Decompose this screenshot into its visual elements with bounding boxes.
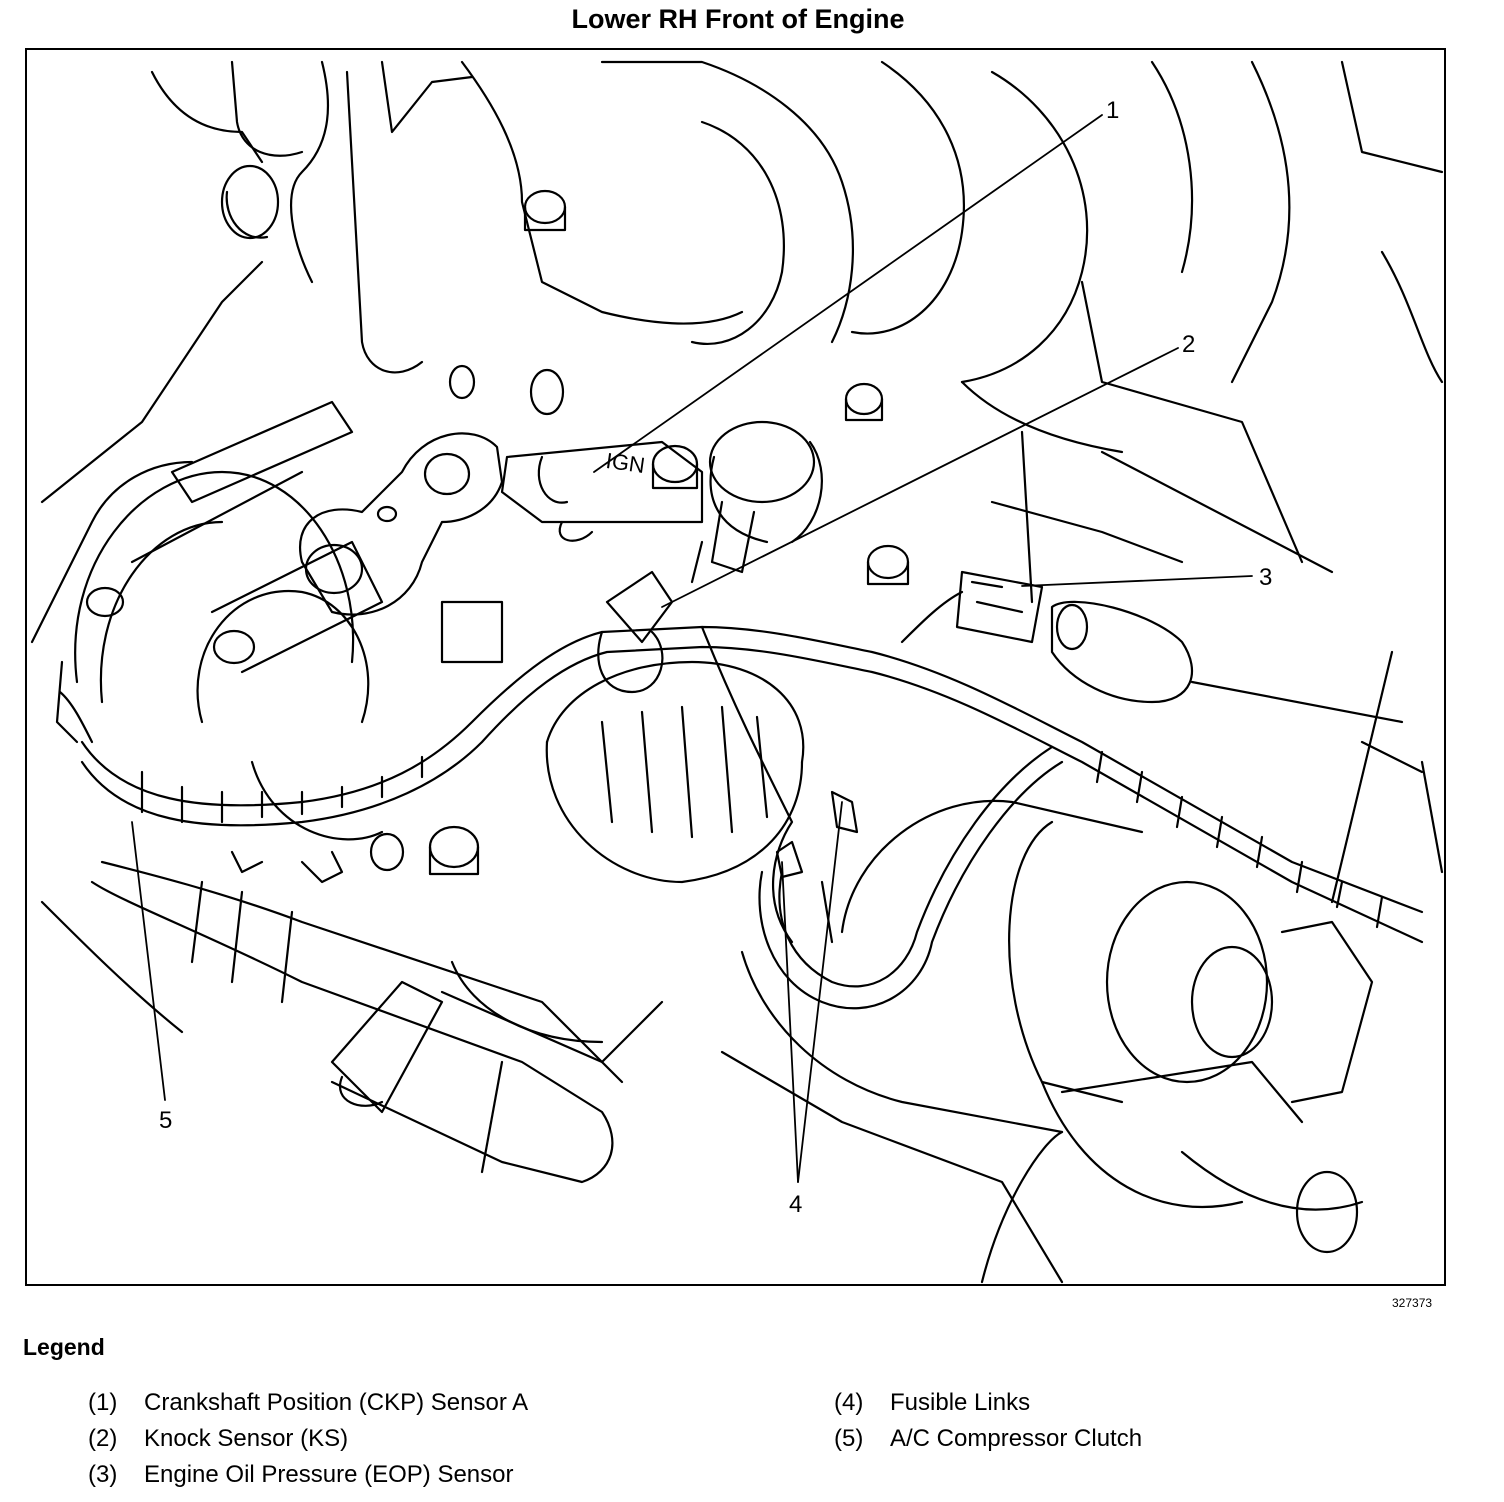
eop-sensor — [955, 570, 1404, 724]
legend-item: (2) Knock Sensor (KS) — [88, 1421, 528, 1457]
knock-sensor — [690, 420, 823, 584]
legend-label: Knock Sensor (KS) — [144, 1425, 349, 1452]
callout-4: 4 — [789, 1191, 802, 1218]
callout-leaders — [131, 114, 1253, 1183]
starter-motor — [720, 799, 1374, 1284]
ign-mark: IGN — [604, 448, 646, 478]
legend-item: (1) Crankshaft Position (CKP) Sensor A — [88, 1385, 528, 1421]
legend-item: (4) Fusible Links — [834, 1385, 1142, 1421]
legend-number: (3) — [88, 1461, 118, 1488]
legend-number: (2) — [88, 1425, 118, 1452]
background-lines — [30, 260, 1444, 904]
engine-block-outline — [150, 60, 1444, 604]
oil-filter — [440, 660, 805, 1064]
legend-right-column: (4) Fusible Links (5) A/C Compressor Clu… — [834, 1385, 1142, 1457]
legend-label: Fusible Links — [890, 1389, 1031, 1416]
ac-hose — [40, 860, 624, 1184]
ac-compressor — [55, 470, 384, 841]
mounting-bolts — [85, 164, 910, 876]
diagram-title: Lower RH Front of Engine — [571, 4, 905, 34]
diagram-frame: IGN — [25, 48, 1446, 1286]
ckp-sensor: IGN — [500, 440, 704, 542]
callout-5: 5 — [159, 1107, 172, 1134]
legend-number: (1) — [88, 1389, 118, 1416]
legend-number: (4) — [834, 1389, 864, 1416]
legend-label: Crankshaft Position (CKP) Sensor A — [144, 1389, 529, 1416]
legend-item: (3) Engine Oil Pressure (EOP) Sensor — [88, 1457, 528, 1493]
legend-label: Engine Oil Pressure (EOP) Sensor — [144, 1461, 514, 1488]
legend-heading: Legend — [23, 1334, 105, 1360]
wiring-harness — [80, 570, 1424, 944]
legend-label: A/C Compressor Clutch — [890, 1425, 1143, 1452]
figure-id: 327373 — [1392, 1296, 1433, 1310]
legend-number: (5) — [834, 1425, 864, 1452]
engine-illustration: IGN — [30, 60, 1444, 1284]
callout-2: 2 — [1182, 331, 1195, 358]
callout-1: 1 — [1106, 97, 1119, 124]
legend-item: (5) A/C Compressor Clutch — [834, 1421, 1142, 1457]
bracket-plate — [130, 400, 504, 674]
legend-left-column: (1) Crankshaft Position (CKP) Sensor A (… — [88, 1385, 528, 1493]
callout-3: 3 — [1259, 564, 1272, 591]
